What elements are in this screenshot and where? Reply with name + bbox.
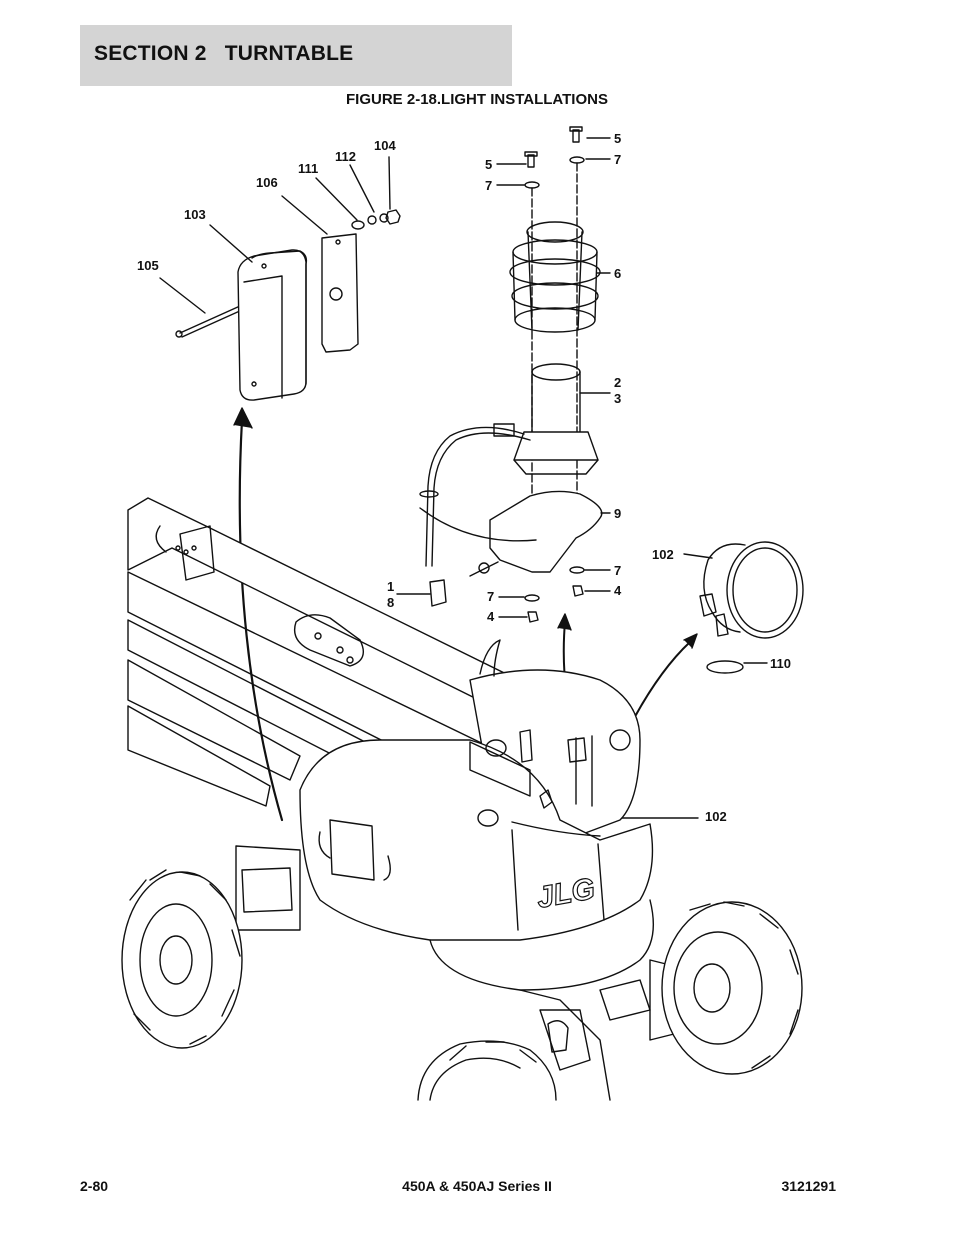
beacon-light-assembly: [396, 126, 611, 623]
callout-7-top-right: 7: [614, 152, 621, 167]
figure-title: FIGURE 2-18.LIGHT INSTALLATIONS: [346, 91, 608, 108]
callout-103: 103: [184, 207, 206, 222]
callouts: 104 112 111 106 103 105 5 7 5 7 6 2 3 9 …: [137, 131, 791, 824]
callout-104: 104: [374, 138, 396, 153]
machine-outline: [127, 497, 691, 1101]
callout-111: 111: [298, 161, 318, 176]
callout-102-turntable: 102: [705, 809, 727, 824]
callout-110: 110: [770, 656, 791, 671]
section-title: SECTION 2 TURNTABLE: [94, 42, 354, 65]
callout-7-lower-left: 7: [487, 589, 494, 604]
callout-102-headlight: 102: [652, 547, 674, 562]
callout-5-top-right: 5: [614, 131, 621, 146]
callout-2: 2: [614, 375, 621, 390]
headlight-assembly: [683, 541, 804, 674]
callout-8: 8: [387, 595, 394, 610]
document-number: 3121291: [781, 1178, 836, 1194]
callout-7-lower-right: 7: [614, 563, 621, 578]
callout-5-top-left: 5: [485, 157, 492, 172]
callout-4-lower-left: 4: [487, 609, 495, 624]
callout-9: 9: [614, 506, 621, 521]
tires: [121, 869, 803, 1101]
callout-3: 3: [614, 391, 621, 406]
callout-106: 106: [256, 175, 278, 190]
callout-6: 6: [614, 266, 621, 281]
work-light-assembly: [159, 156, 401, 401]
callout-4-lower-right: 4: [614, 583, 622, 598]
callout-105: 105: [137, 258, 159, 273]
callout-7-top-left: 7: [485, 178, 492, 193]
page-number: 2-80: [80, 1178, 109, 1194]
section-header: SECTION 2 TURNTABLE: [80, 25, 512, 86]
callout-1: 1: [387, 579, 394, 594]
callout-112: 112: [335, 149, 356, 164]
model-name: 450A & 450AJ Series II: [402, 1178, 552, 1194]
